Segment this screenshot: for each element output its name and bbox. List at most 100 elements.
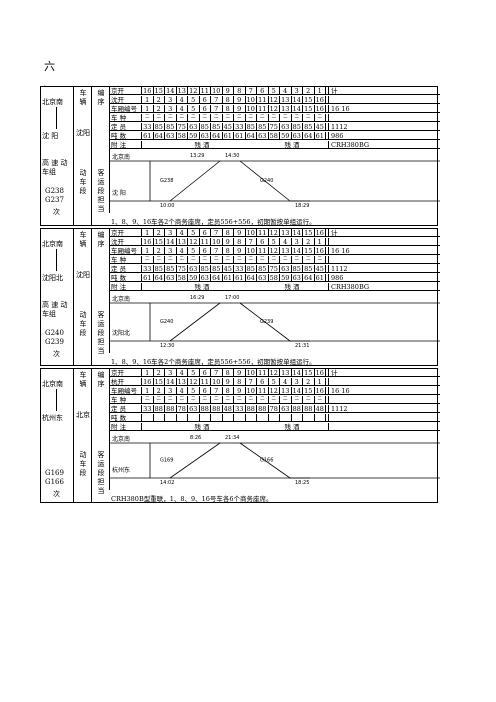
grid-cell: 14 bbox=[165, 378, 177, 386]
grid-cell: 85 bbox=[165, 265, 177, 273]
grid-cell: 61 bbox=[223, 132, 234, 140]
grid-cell: 15 bbox=[303, 247, 315, 255]
dongche-char: 动 bbox=[79, 311, 87, 319]
time-label: 21:34 bbox=[225, 435, 239, 441]
row-header: 附 注 bbox=[110, 423, 142, 431]
grid-cell: 63 bbox=[280, 123, 292, 131]
grid-cell bbox=[315, 414, 326, 422]
remark-value: 残 酒 bbox=[194, 283, 210, 291]
grid-cell: 二 bbox=[154, 256, 165, 264]
grid-cell: 85 bbox=[154, 123, 165, 131]
grid-cell: 6 bbox=[200, 387, 211, 395]
grid-cell: 12 bbox=[188, 378, 200, 386]
grid-cell: 10 bbox=[246, 247, 257, 255]
grid-cell: 二 bbox=[234, 114, 246, 122]
grid-cell: 二 bbox=[223, 114, 234, 122]
row-total: 16 16 bbox=[328, 105, 434, 113]
grid-cell: 48 bbox=[223, 405, 234, 413]
grid-cell: 14 bbox=[292, 387, 303, 395]
grid-cell: 63 bbox=[188, 265, 200, 273]
row-total: CRH380BG bbox=[328, 141, 434, 149]
grid-cell: 4 bbox=[177, 105, 188, 113]
grid-cell: 2 bbox=[303, 238, 315, 246]
grid-cell: 二 bbox=[234, 256, 246, 264]
grid-cell: 63 bbox=[280, 265, 292, 273]
grid-cell: 7 bbox=[211, 369, 223, 377]
grid-cell: 二 bbox=[142, 256, 154, 264]
grid-cell: 85 bbox=[211, 265, 223, 273]
row-total bbox=[328, 378, 434, 386]
grid-cell: 二 bbox=[211, 396, 223, 404]
grid-cell: 2 bbox=[154, 105, 165, 113]
task-char: 担 bbox=[97, 338, 105, 346]
station-bottom-label: 沈 阳 bbox=[112, 189, 126, 197]
row-cells bbox=[142, 414, 326, 422]
grid-cell: 二 bbox=[246, 396, 257, 404]
grid-cell: 64 bbox=[303, 132, 315, 140]
grid-cell: 二 bbox=[280, 114, 292, 122]
train-suffix: 次 bbox=[53, 350, 60, 358]
grid-cell: 二 bbox=[246, 114, 257, 122]
grid-cell: 6 bbox=[257, 87, 269, 95]
task-char: 当 bbox=[97, 205, 105, 213]
grid-cell: 3 bbox=[292, 87, 303, 95]
grid-cell bbox=[257, 414, 269, 422]
grid-cell: 4 bbox=[177, 247, 188, 255]
grid-cell: 1 bbox=[315, 238, 326, 246]
grid-cell: 二 bbox=[315, 256, 326, 264]
row-total: 1112 bbox=[328, 405, 434, 413]
grid-cell: 7 bbox=[211, 247, 223, 255]
grid-cell: 88 bbox=[246, 405, 257, 413]
grid-cell: 75 bbox=[177, 123, 188, 131]
grid-cell: 8 bbox=[223, 247, 234, 255]
grid-cell: 2 bbox=[154, 369, 165, 377]
grid-cell: 13 bbox=[280, 96, 292, 104]
row-header: 沈开 bbox=[110, 96, 142, 104]
grid-cell: 二 bbox=[211, 114, 223, 122]
row-total: 986 bbox=[328, 274, 434, 282]
cheliang-char: 车 bbox=[79, 89, 87, 97]
task-char: 客 bbox=[97, 451, 105, 459]
agency-label: 沈阳 bbox=[76, 129, 90, 137]
grid-cell: 63 bbox=[257, 132, 269, 140]
row-header: 车厢编号 bbox=[110, 387, 142, 395]
grid-cell: 85 bbox=[211, 123, 223, 131]
grid-row: 吨 数 bbox=[110, 414, 440, 422]
cheliang-column: 车辆北京动车段 bbox=[73, 369, 92, 502]
grid-cell: 16 bbox=[315, 387, 326, 395]
grid-cell: 1 bbox=[142, 247, 154, 255]
grid-cell: 4 bbox=[177, 96, 188, 104]
grid-cell: 33 bbox=[234, 405, 246, 413]
grid-row: 附 注残 酒残 酒 bbox=[110, 423, 440, 431]
grid-cell: 11 bbox=[257, 96, 269, 104]
grid-cell: 63 bbox=[257, 274, 269, 282]
task-char: 担 bbox=[97, 196, 105, 204]
grid-cell: 59 bbox=[280, 132, 292, 140]
grid-cell: 33 bbox=[142, 123, 154, 131]
grid-cell: 1 bbox=[315, 87, 326, 95]
grid-cell: 61 bbox=[315, 132, 326, 140]
grid-cell: 4 bbox=[280, 378, 292, 386]
cheliang-char: 辆 bbox=[79, 98, 87, 106]
route-from: 北京南 bbox=[42, 240, 63, 248]
bianzu-char: 编 bbox=[97, 231, 105, 239]
agency-label: 北京 bbox=[76, 411, 90, 419]
grid-cell: 二 bbox=[303, 114, 315, 122]
row-header: 吨 数 bbox=[110, 132, 142, 140]
grid-cell: 二 bbox=[257, 256, 269, 264]
